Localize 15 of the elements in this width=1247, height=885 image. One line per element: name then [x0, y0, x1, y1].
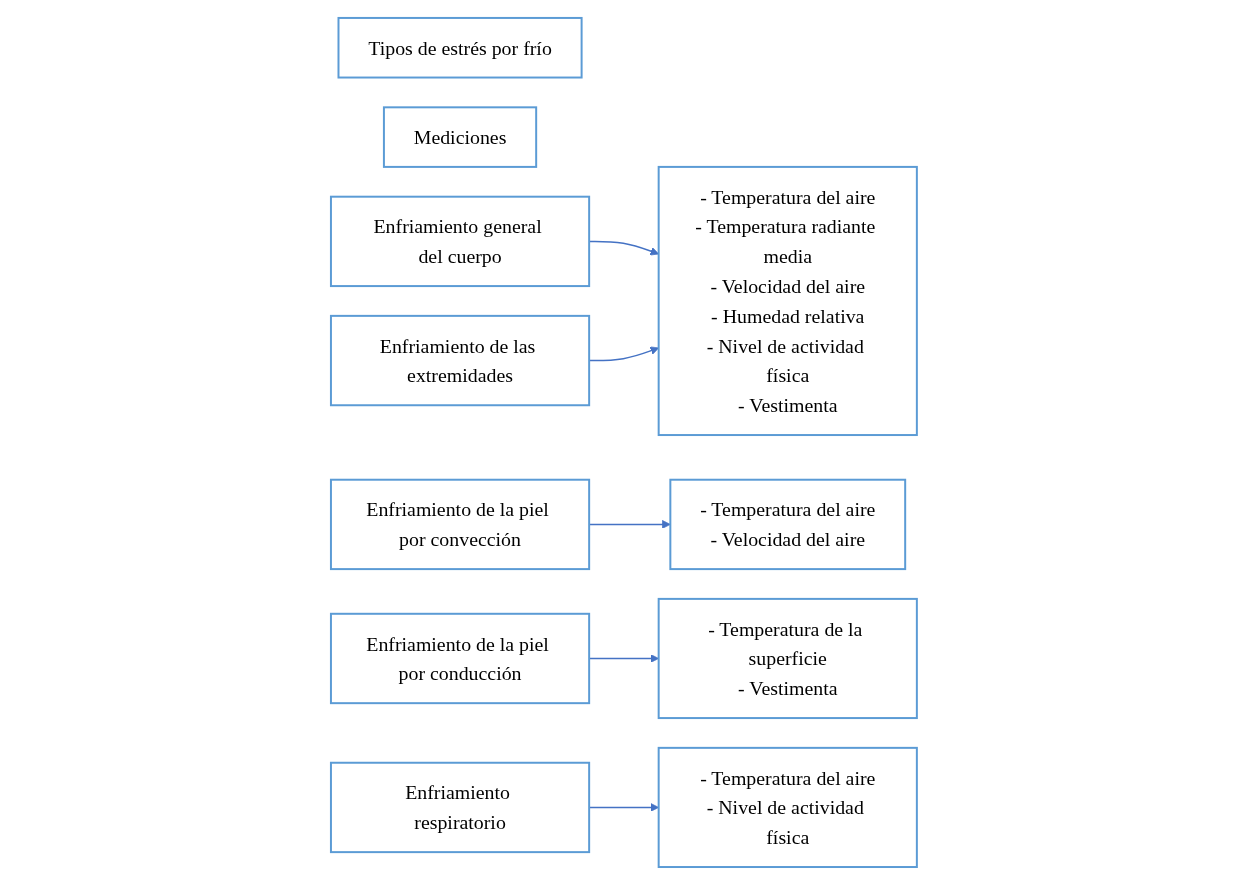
node-box: Enfriamiento de la piel por convección: [329, 478, 590, 571]
node-box: Enfriamiento de la piel por conducción: [329, 612, 590, 705]
arrow: [588, 654, 659, 663]
node-box: Mediciones: [382, 106, 537, 168]
node-box: - Temperatura de la superficie - Vestimenta: [657, 597, 918, 720]
arrow: [588, 346, 659, 362]
node-box: - Temperatura del aire - Temperatura radiante media - Velocidad del aire - Humedad relativa - Nivel de actividad física - Vestimenta: [657, 165, 918, 437]
node-box: Tipos de estrés por frío: [337, 16, 583, 79]
node-box: - Temperatura del aire - Velocidad del aire: [668, 478, 906, 571]
arrow: [588, 240, 659, 256]
node-box: Enfriamiento de las extremidades: [329, 314, 590, 407]
node-box: - Temperatura del aire - Nivel de actividad física: [657, 746, 918, 869]
arrow: [588, 803, 659, 812]
node-box: Enfriamiento general del cuerpo: [329, 195, 590, 288]
node-box: Enfriamiento respiratorio: [329, 761, 590, 854]
